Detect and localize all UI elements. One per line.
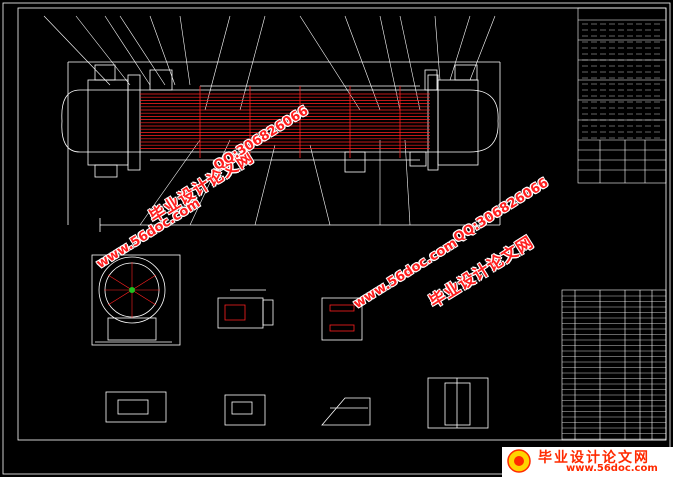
inner-frame	[17, 7, 667, 441]
flange-detail-1	[217, 289, 274, 329]
detail-view-3	[105, 391, 167, 423]
heat-exchanger-main-view	[61, 61, 501, 232]
center-mark	[129, 287, 135, 293]
flange-detail-2	[321, 297, 363, 341]
detail-view-5	[321, 397, 371, 426]
brand-title: 毕业设计论文网	[538, 450, 650, 466]
brand-logo-icon	[507, 449, 531, 473]
tube-bundle	[140, 93, 430, 149]
brand-url: www.56doc.com	[566, 463, 658, 474]
baffles	[199, 86, 401, 158]
detail-view-6	[427, 377, 489, 429]
parts-list-table	[561, 289, 667, 441]
leader-lines	[43, 15, 496, 226]
technical-requirements-table	[577, 7, 667, 184]
detail-view-4	[224, 394, 266, 426]
